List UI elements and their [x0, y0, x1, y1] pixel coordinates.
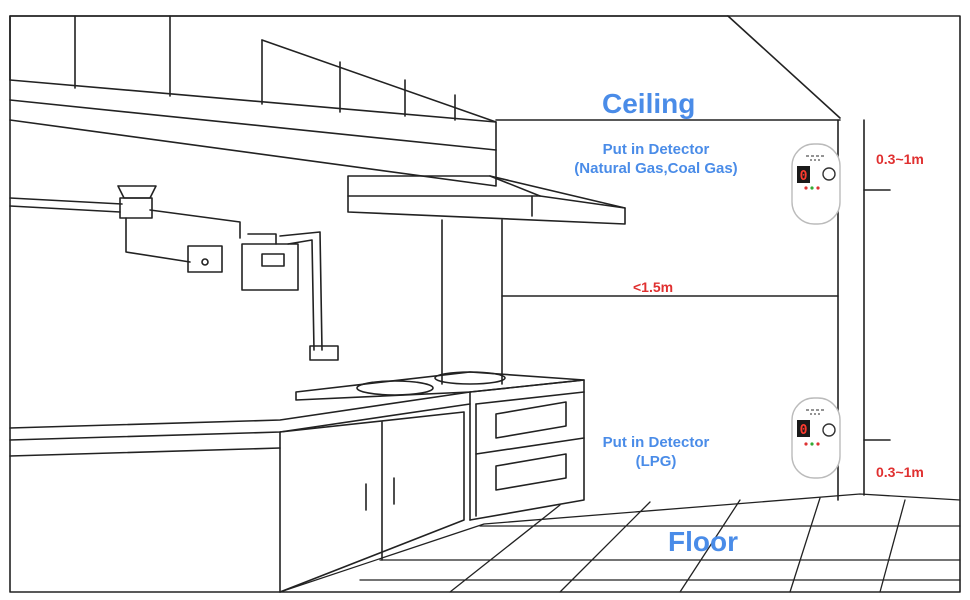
led-display — [797, 420, 810, 437]
cooktop — [295, 371, 585, 401]
distance-top-label: 0.3~1m — [876, 151, 924, 167]
detector-top-caption-line1: Put in Detector — [602, 141, 710, 158]
detector-bottom: 0 — [791, 397, 841, 479]
ceiling-label: Ceiling — [602, 88, 696, 119]
display-digit: 0 — [800, 423, 808, 438]
test-button — [822, 423, 836, 437]
distance-middle-label: <1.5m — [633, 279, 674, 295]
detector-bottom-caption: Put in Detector (LPG) — [586, 433, 726, 471]
detector-top-caption: Put in Detector (Natural Gas,Coal Gas) — [566, 140, 746, 178]
base-cabinets — [9, 379, 585, 593]
detector-top: 0 — [791, 143, 841, 225]
test-button — [822, 167, 836, 181]
floor-tiles — [279, 493, 961, 593]
detector-bottom-caption-line1: Put in Detector — [602, 434, 710, 451]
led-display — [797, 166, 810, 183]
ceiling-edge — [727, 15, 841, 119]
detector-top-caption-line2: (Natural Gas,Coal Gas) — [574, 160, 738, 177]
floor-label: Floor — [668, 526, 738, 557]
distance-bottom-label: 0.3~1m — [876, 464, 924, 480]
display-digit: 0 — [800, 169, 808, 184]
detector-bottom-caption-line2: (LPG) — [635, 453, 677, 470]
upper-cabinets — [9, 15, 729, 187]
gas-pipe-and-meter — [9, 185, 339, 361]
range-hood — [347, 175, 626, 385]
